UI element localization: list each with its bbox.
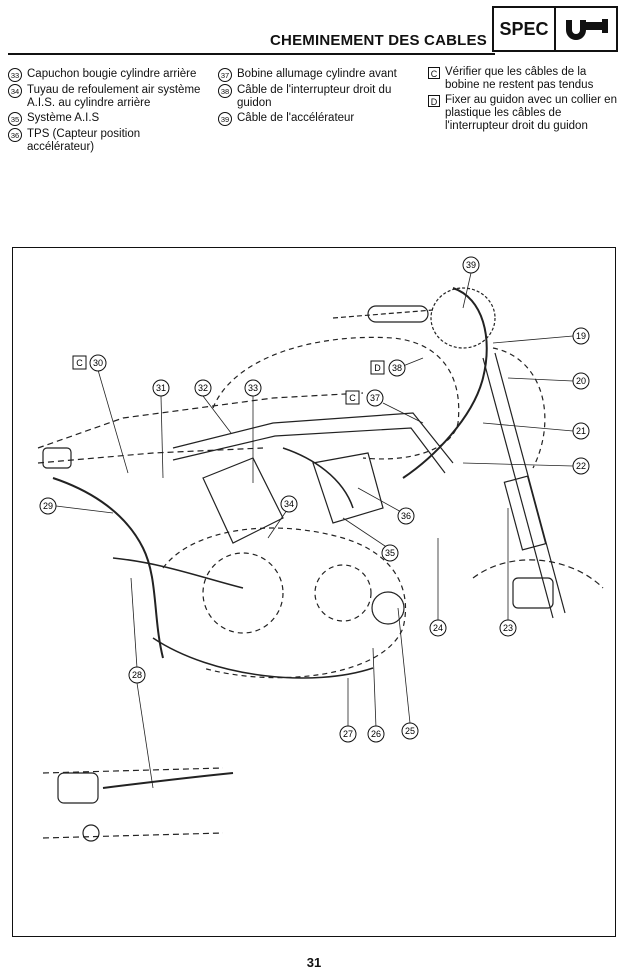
header-rule [8,53,495,55]
page-title: CHEMINEMENT DES CABLES [270,32,487,49]
svg-text:27: 27 [343,729,353,739]
svg-text:29: 29 [43,501,53,511]
note-letter-box: D [370,360,385,375]
callout: 22 [572,457,590,475]
svg-text:33: 33 [248,383,258,393]
callout: 28 [128,666,146,684]
cable-routing-diagram: 39 19 20 21 22 23 24 25 26 27 28 29 30 3… [37,256,604,842]
callout: 30 [89,354,107,372]
svg-text:25: 25 [405,726,415,736]
svg-text:22: 22 [576,461,586,471]
callout: 27 [339,725,357,743]
callout: 39 [462,256,480,274]
callout: 37 [366,389,384,407]
svg-text:34: 34 [284,499,294,509]
callout: 19 [572,327,590,345]
svg-text:28: 28 [132,670,142,680]
svg-text:36: 36 [401,511,411,521]
svg-text:35: 35 [385,548,395,558]
wrench-tool-icon [566,19,608,40]
callout: 21 [572,422,590,440]
svg-text:26: 26 [371,729,381,739]
svg-text:39: 39 [466,260,476,270]
svg-text:C: C [76,358,83,368]
callout: 31 [152,379,170,397]
callout: 24 [429,619,447,637]
svg-text:31: 31 [156,383,166,393]
svg-text:38: 38 [392,363,402,373]
svg-text:37: 37 [370,393,380,403]
callout: 29 [39,497,57,515]
callout: 34 [280,495,298,513]
spec-badge: SPEC [492,6,556,52]
svg-text:19: 19 [576,331,586,341]
note-letter-box: C [345,390,360,405]
callout: 35 [381,544,399,562]
callout: 23 [499,619,517,637]
svg-text:24: 24 [433,623,443,633]
page-number: 31 [306,955,322,970]
tool-icon-box [556,6,618,52]
callout: 20 [572,372,590,390]
svg-text:20: 20 [576,376,586,386]
svg-text:D: D [374,363,381,373]
svg-text:23: 23 [503,623,513,633]
callout: 25 [401,722,419,740]
svg-text:C: C [349,393,356,403]
callout: 26 [367,725,385,743]
callout: 36 [397,507,415,525]
callout: 33 [244,379,262,397]
svg-text:32: 32 [198,383,208,393]
note-letter-box: C [72,355,87,370]
svg-text:30: 30 [93,358,103,368]
callout: 38 [388,359,406,377]
svg-text:21: 21 [576,426,586,436]
diagram-frame: 39 19 20 21 22 23 24 25 26 27 28 29 30 3… [12,247,616,937]
callout: 32 [194,379,212,397]
